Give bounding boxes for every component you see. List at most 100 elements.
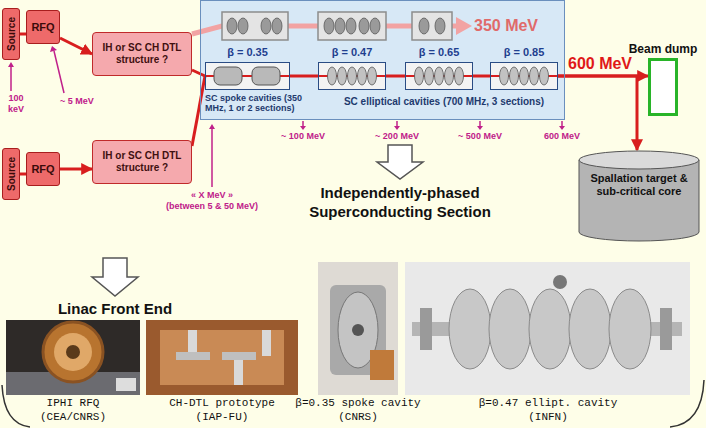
elliptical-cavity-photo [405,262,690,395]
cavity-section-box: β = 0.65 [405,62,473,90]
cavity-module [412,12,452,40]
dtl-photo [222,352,256,360]
beam-line-350 [456,17,472,35]
spoke-cavity-icon [214,67,280,85]
rfq-photo [66,345,80,359]
elliptical-cavity-photo [449,289,491,369]
dtl-photo [160,330,284,385]
beam-connector [192,70,205,76]
spoke-cavity-photo [352,324,364,336]
node-label: β = 0.65 [419,46,460,58]
cavity-box-fill [205,62,290,90]
dtl-photo [234,356,243,385]
elliptical-cavity-icon [328,67,549,85]
elliptical-cavity-photo [529,289,571,369]
node-label: SC elliptical cavities (700 MHz, 3 secti… [327,96,561,107]
energy-label: ~ 200 MeV [375,131,419,142]
cylinder-top [579,151,699,169]
cavity-section-box: β = 0.85 [490,62,558,90]
dtl-photo [146,320,298,395]
elliptical-cavity-photo [405,262,690,395]
section-heading: Independently-phased Superconducting Sec… [280,183,520,221]
beam-connector [386,75,405,78]
cavity-icon [435,18,445,34]
elliptical-cavity-photo [609,289,651,369]
beam-connector [473,75,490,78]
node-label: Source [6,157,17,191]
elliptical-cavity-icon [530,67,539,85]
energy-label: « X MeV » [191,190,233,201]
energy-label: 100 keV [2,93,30,115]
frame-corner [2,380,704,427]
cavity-icon [272,18,282,34]
rfq-photo [54,333,92,371]
cavity-module [222,12,452,40]
cavity-box-fill [205,62,558,90]
elliptical-cavity-icon [358,67,367,85]
energy-tick [50,46,57,52]
energy-tick [394,126,400,130]
cavity-icon [324,18,334,34]
energy-label: 600 MeV [544,131,580,142]
cavity-icon [370,18,380,34]
node-label: β = 0.47 [332,46,373,58]
hollow-arrow [92,258,138,296]
node-label: Source [6,17,17,51]
beam-connector [290,75,318,78]
photo-caption: (INFN) [528,411,568,424]
hollow-arrow [377,145,423,179]
energy-tick [209,124,215,129]
cavity-icon [238,18,248,34]
cavity-icon [335,18,345,34]
elliptical-cavity-icon [348,67,357,85]
cavity-icon [419,18,429,34]
node-label: IH or SC CH DTL structure ? [96,42,188,66]
photo-caption: (CEA/CNRS) [40,411,106,424]
energy-label: (between 5 & 50 MeV) [166,201,258,212]
beam-dump-box: Beam dump [648,58,678,116]
dtl-box: IH or SC CH DTL structure ? [92,32,192,76]
energy-label: ~ 100 MeV [281,131,325,142]
elliptical-cavity-icon [540,67,549,85]
energy-tick [54,51,64,93]
energy-tick [10,66,12,91]
spoke-cavity-photo [318,262,398,395]
rfq-box: RFQ [26,152,60,186]
frame-corner [670,380,704,427]
spoke-cavity-icon [214,67,242,85]
elliptical-cavity-icon [328,67,337,85]
cavity-section-box: β = 0.35 [205,62,290,90]
rfq-photo [6,320,140,395]
node-label: IH or SC CH DTL structure ? [96,150,188,174]
energy-tick [300,126,306,130]
dtl-photo [176,352,210,360]
source-box: Source [2,148,20,200]
energy-label: 350 MeV [474,17,538,35]
dtl-box: IH or SC CH DTL structure ? [92,140,192,184]
photo-caption: β=0.35 spoke cavity [295,397,420,410]
cavity-icon [227,18,237,34]
elliptical-cavity-icon [338,67,347,85]
cavity-module [318,12,386,40]
rfq-box: RFQ [26,10,60,44]
elliptical-cavity-photo [489,289,531,369]
cavity-section-box: β = 0.47 [318,62,386,90]
spallation-target-cylinder: Spallation target & sub-critical core [578,150,700,242]
cavity-icon [227,18,445,34]
spoke-cavity-photo [370,350,394,380]
cavity-box-fill [405,62,473,90]
elliptical-cavity-icon [445,67,454,85]
elliptical-cavity-icon [520,67,529,85]
beam-connector [60,38,92,54]
photo-caption: (CNRS) [338,411,378,424]
source-box: Source [2,8,20,60]
node-label: Beam dump [629,42,698,56]
node-label: RFQ [31,163,54,175]
dtl-photo [146,320,298,395]
elliptical-cavity-icon [510,67,519,85]
cavity-icon [359,18,369,34]
photo-caption: IPHI RFQ [47,397,100,410]
frame-corner [2,385,30,427]
energy-label: 600 MeV [568,55,632,73]
